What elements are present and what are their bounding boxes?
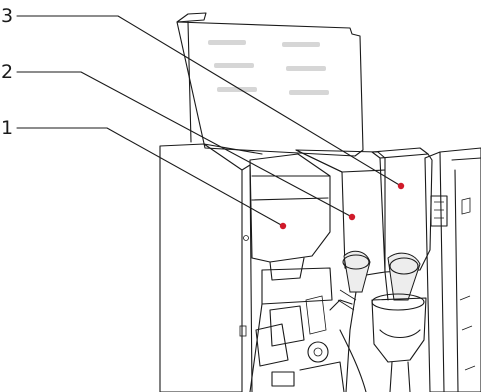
- lid-label-bar: [286, 66, 326, 71]
- lid-label-bar: [282, 42, 320, 47]
- callout-line-1: [17, 128, 283, 226]
- canister-3-marker: [398, 183, 404, 189]
- lid-label-bar: [289, 90, 329, 95]
- callout-number-3: 3: [1, 5, 13, 27]
- callout-number-2: 2: [1, 61, 13, 83]
- raised-lid: [177, 13, 363, 156]
- hinge-icon: [240, 326, 246, 336]
- lid-label-bar: [208, 40, 246, 45]
- gear-icon: [308, 342, 328, 362]
- lid-label-bar: [214, 63, 254, 68]
- canister-left: [250, 154, 330, 280]
- canister-2-marker: [349, 214, 355, 220]
- door-hinge-icon: [431, 196, 447, 226]
- callout-number-1: 1: [1, 117, 13, 139]
- hinge-screw-icon: [244, 236, 249, 241]
- open-door: [425, 148, 481, 392]
- cabinet-side-panel: [160, 144, 262, 392]
- canister-1-marker: [280, 223, 286, 229]
- callout-lines: [17, 16, 401, 226]
